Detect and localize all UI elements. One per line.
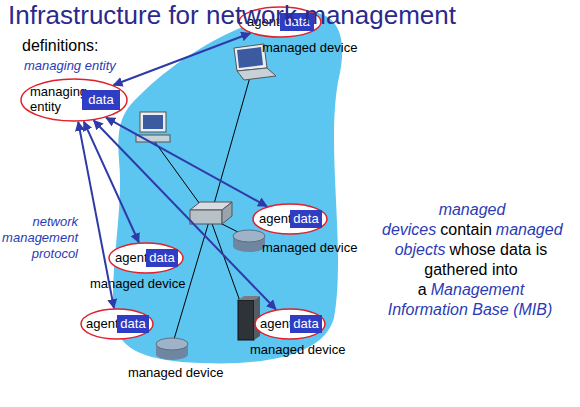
agent-ellipse: agentdata bbox=[80, 308, 154, 340]
protocol-arrow bbox=[78, 122, 114, 308]
description-text: contain bbox=[440, 221, 492, 238]
data-box: data bbox=[146, 249, 178, 267]
data-box: data bbox=[82, 90, 120, 110]
slide-title: Infrastructure for network management bbox=[8, 0, 456, 31]
data-box: data bbox=[290, 210, 322, 228]
protocol-arrow bbox=[114, 33, 251, 85]
device-label: managed device bbox=[90, 276, 185, 292]
role-label: managing entity bbox=[24, 58, 116, 74]
data-text: data bbox=[293, 212, 318, 226]
ellipse-shape bbox=[253, 204, 327, 234]
protocol-arrow bbox=[84, 122, 139, 243]
router-top bbox=[233, 230, 265, 242]
desktop-symbol bbox=[136, 112, 170, 142]
ellipse-shape bbox=[21, 79, 127, 121]
definitions-label: definitions: bbox=[22, 36, 99, 55]
protocol-arrow bbox=[94, 120, 276, 309]
network-cloud bbox=[113, 12, 342, 364]
switch-front bbox=[190, 210, 222, 224]
protocol-arrow bbox=[106, 118, 267, 207]
agent-ellipse: agentdata bbox=[108, 242, 184, 274]
device-label: managed device bbox=[262, 240, 357, 256]
agent-ellipse: agentdata bbox=[254, 308, 326, 340]
monitor bbox=[140, 112, 166, 132]
device-label: managed device bbox=[128, 365, 223, 381]
desktop-base bbox=[136, 135, 170, 142]
switch-symbol bbox=[190, 202, 232, 224]
network-wires bbox=[152, 70, 252, 346]
ellipse-shape bbox=[81, 309, 153, 339]
description-paragraph: managed devicescontainmanaged objectswho… bbox=[382, 200, 560, 320]
data-box: data bbox=[290, 315, 322, 333]
agent-ellipse: agentdata bbox=[252, 203, 328, 235]
router-symbol bbox=[233, 230, 265, 252]
protocol-label: network management protocol bbox=[0, 214, 78, 262]
server-symbol bbox=[238, 296, 260, 340]
ellipse-shape bbox=[109, 243, 183, 273]
switch-side bbox=[222, 202, 232, 224]
description-term: Management Information Base (MIB) bbox=[388, 281, 553, 318]
node-text: managing entity bbox=[30, 84, 88, 114]
ellipse-shape bbox=[255, 309, 325, 339]
data-text: data bbox=[293, 317, 318, 331]
laptop-keyboard bbox=[237, 68, 276, 80]
server-top bbox=[238, 296, 260, 300]
data-text: data bbox=[149, 251, 174, 265]
router-symbol bbox=[156, 338, 188, 360]
managing-entity-ellipse: managing entitydata bbox=[20, 78, 128, 122]
device-label: managed device bbox=[250, 342, 345, 358]
data-box: data bbox=[117, 315, 149, 333]
wire bbox=[210, 70, 252, 218]
device-label: managed device bbox=[262, 40, 357, 56]
monitor-display bbox=[143, 115, 163, 129]
data-text: data bbox=[88, 93, 113, 107]
server-front bbox=[238, 300, 254, 340]
data-text: data bbox=[120, 317, 145, 331]
laptop-display bbox=[237, 47, 263, 68]
router-top bbox=[156, 338, 188, 350]
